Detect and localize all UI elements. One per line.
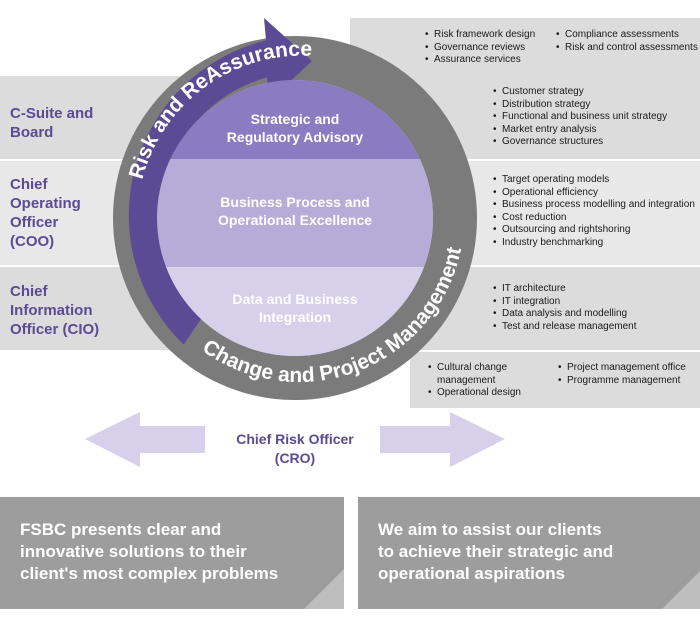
risk-arc [128,18,312,345]
risk-services-list-1: Risk framework design Governance reviews… [425,29,535,67]
list-item: Business process modelling and integrati… [493,199,695,212]
list-item: IT integration [493,296,637,309]
list-item: Risk framework design [425,29,535,42]
footer-statement-left: FSBC presents clear and innovative solut… [20,519,324,585]
cro-arrow-right [380,412,505,467]
it-services-list: IT architecture IT integration Data anal… [493,283,637,333]
row-label-line: (COO) [10,233,55,250]
list-item: Functional and business unit strategy [493,111,667,124]
footer-statement-right: We aim to assist our clients to achieve … [378,519,682,585]
row-label-cio: Chief Information Officer (CIO) [10,282,99,339]
row-label-line: Chief [10,283,48,300]
change-services-list-2: Project management office Programme mana… [558,362,686,387]
segment-label-line: Strategic and [250,111,340,127]
row-label-line: Officer (CIO) [10,321,100,338]
segment-label-line: Integration [258,309,332,325]
operations-services-list: Target operating models Operational effi… [493,174,695,250]
segment-label-line: Data and Business [232,291,358,307]
row-label-line: Operating [10,195,81,212]
row-label-line: C-Suite and [10,105,94,122]
page-curl-decoration [662,571,700,609]
cro-label-line: (CRO) [274,450,316,466]
list-item: Programme management [558,375,686,388]
list-item: Outsourcing and rightshoring [493,224,695,237]
row-label-line: Officer [10,214,59,231]
footer-box-left: FSBC presents clear and innovative solut… [0,497,344,609]
list-item: Assurance services [425,54,535,67]
segment-label-line: Regulatory Advisory [226,129,364,145]
footer-line: FSBC presents clear and [20,520,222,539]
segment-label-line: Operational Excellence [217,212,373,228]
segment-process [157,159,433,267]
list-item: Distribution strategy [493,99,667,112]
list-item: Customer strategy [493,86,667,99]
footer-box-right: We aim to assist our clients to achieve … [358,497,700,609]
list-item: Governance reviews [425,42,535,55]
footer-line: client's most complex problems [20,564,279,583]
footer-line: innovative solutions to their [20,542,247,561]
list-item: Cost reduction [493,212,695,225]
list-item: Governance structures [493,136,667,149]
list-item: Test and release management [493,321,637,334]
list-item: Operational efficiency [493,187,695,200]
segment-label-process: Business Process and Operational Excelle… [190,193,400,229]
cro-label: Chief Risk Officer (CRO) [215,430,375,468]
change-services-list-1: Cultural change management Operational d… [428,362,521,400]
segment-label-strategic: Strategic and Regulatory Advisory [200,110,390,146]
strategy-services-list: Customer strategy Distribution strategy … [493,86,667,149]
list-item: Project management office [558,362,686,375]
row-label-csuite: C-Suite and Board [10,104,93,142]
row-label-line: Chief [10,176,48,193]
list-item: Risk and control assessments [556,42,698,55]
list-item: Market entry analysis [493,124,667,137]
list-item: IT architecture [493,283,637,296]
row-label-line: Board [10,124,54,141]
list-item: Industry benchmarking [493,237,695,250]
footer-line: We aim to assist our clients [378,520,602,539]
row-label-coo: Chief Operating Officer (COO) [10,175,81,251]
list-item: Compliance assessments [556,29,698,42]
footer-line: operational aspirations [378,564,566,583]
cro-arrow-left [85,412,205,467]
page-curl-decoration [304,569,344,609]
cro-label-line: Chief Risk Officer [236,431,354,447]
list-item: Operational design [428,387,521,400]
list-item: Data analysis and modelling [493,308,637,321]
row-label-line: Information [10,302,93,319]
segment-label-line: Business Process and [220,194,370,210]
footer-line: to achieve their strategic and [378,542,614,561]
risk-services-list-2: Compliance assessments Risk and control … [556,29,698,54]
segment-label-data: Data and Business Integration [200,290,390,326]
list-item: Cultural change management [428,362,518,387]
list-item: Target operating models [493,174,695,187]
